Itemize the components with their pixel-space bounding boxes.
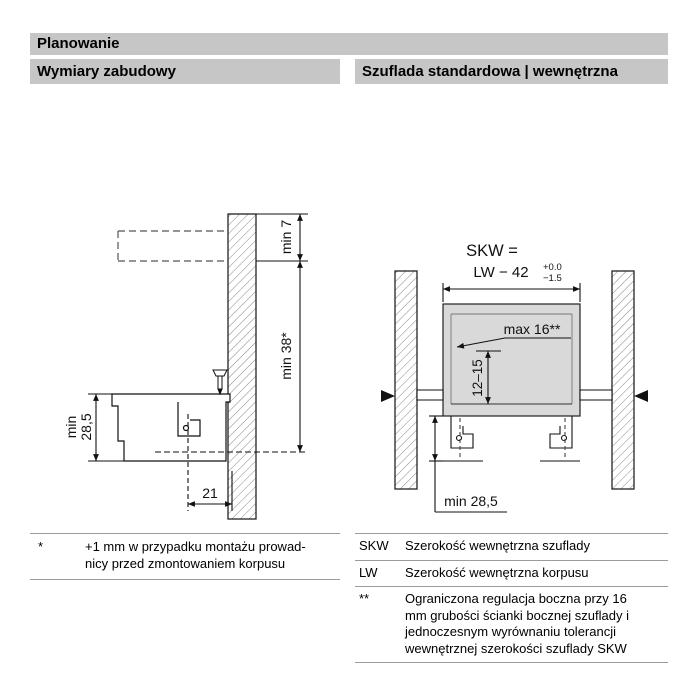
max16-label: max 16** — [504, 321, 561, 337]
legend-row-lw: LW Szerokość wewnętrzna korpusu — [355, 561, 668, 587]
left-slide-profile — [416, 389, 483, 462]
dimension-skw — [442, 283, 581, 302]
cabinet-right-wall — [611, 270, 635, 490]
dimension-12-15 — [476, 350, 501, 404]
dim-21-label: 21 — [202, 485, 218, 501]
mounting-screw-icon — [212, 369, 228, 396]
tolerance-lower-label: −1.5 — [543, 273, 562, 284]
dim-min38-label: min 38* — [278, 332, 294, 380]
dim-min7-label: min 7 — [278, 220, 294, 254]
dimension-min-28-5 — [88, 393, 124, 462]
dimension-min-38 — [155, 261, 308, 453]
footnote-text: +1 mm w przypadku montażu prowad- nicy p… — [85, 539, 306, 572]
dim-min285-word-label: min — [63, 416, 79, 439]
footnote-marker: * — [38, 539, 44, 554]
tolerance-upper-label: +0.0 — [543, 262, 562, 273]
right-position-arrow-icon — [634, 390, 648, 402]
cabinet-top-panel-phantom — [117, 230, 228, 262]
drawer-width-drawing: SKW = LW − 42 +0.0 −1.5 max 16** 12–15 m… — [381, 242, 648, 513]
cabinet-left-wall — [394, 270, 418, 490]
legend-definition: Szerokość wewnętrzna korpusu — [405, 564, 589, 580]
drawer-body — [442, 303, 581, 417]
footnote-line-1: +1 mm w przypadku montażu prowad- — [85, 539, 306, 554]
left-footnote: * +1 mm w przypadku montażu prowad- nicy… — [30, 533, 340, 580]
legend-definition: Szerokość wewnętrzna szuflady — [405, 538, 590, 553]
lw-formula-label: LW − 42 — [473, 264, 528, 281]
legend-row-double-asterisk: ** Ograniczona regulacja boczna przy 16 … — [355, 587, 668, 663]
footnote-row: * +1 mm w przypadku montażu prowad- nicy… — [30, 539, 340, 572]
cabinet-side-panel — [227, 213, 257, 520]
drawer-slide-profile — [111, 393, 231, 462]
legend-term: ** — [359, 591, 370, 606]
skw-equals-label: SKW = — [466, 242, 518, 260]
legend-row-skw: SKW Szerokość wewnętrzna szuflady — [355, 534, 668, 561]
installation-dimensions-drawing: min 7 min 38* min 28,5 21 — [63, 213, 308, 520]
dim-12-15-label: 12–15 — [470, 359, 485, 397]
right-slide-profile — [540, 389, 613, 462]
max16-leader-line — [456, 337, 571, 349]
page-title: Planowanie — [30, 33, 668, 55]
right-section-title: Szuflada standardowa | wewnętrzna — [355, 59, 668, 84]
footnote-line-2: nicy przed zmontowaniem korpusu — [85, 555, 286, 571]
dim-min285-value-label: 28,5 — [78, 413, 94, 440]
legend-definition: Ograniczona regulacja boczna przy 16 mm … — [405, 591, 629, 656]
legend-term: LW — [359, 564, 378, 580]
dimension-min-28-5-right — [429, 415, 507, 513]
left-section-title: Wymiary zabudowy — [30, 59, 340, 84]
dim-min285-right-label: min 28,5 — [444, 493, 498, 509]
legend-term: SKW — [359, 538, 389, 553]
abbreviation-legend: SKW Szerokość wewnętrzna szuflady LW Sze… — [355, 533, 668, 663]
dimension-21 — [187, 414, 233, 511]
left-position-arrow-icon — [381, 390, 395, 402]
